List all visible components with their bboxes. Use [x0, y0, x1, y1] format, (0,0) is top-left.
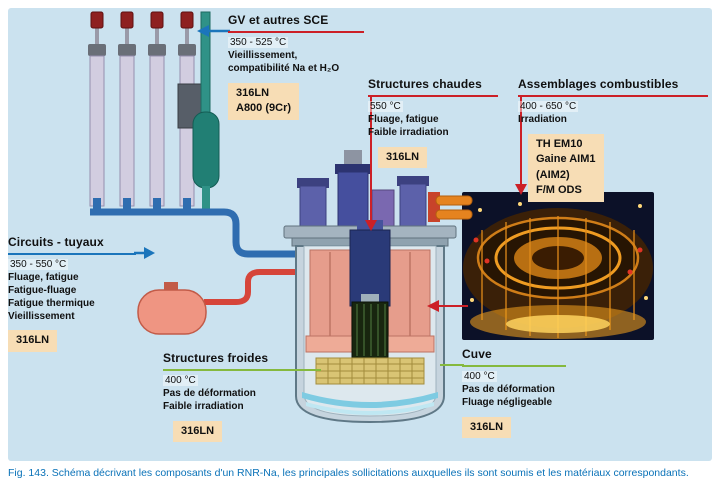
materials-box: TH EM10 Gaine AIM1 (AIM2) F/M ODS	[528, 134, 604, 202]
label-line: Vieillissement	[8, 310, 75, 322]
materials-box: 316LN	[378, 146, 428, 169]
material: F/M ODS	[536, 184, 582, 197]
temp-value: 400 °C	[163, 374, 198, 386]
label-structures-froides: Structures froides 400 °C Pas de déforma…	[163, 351, 321, 443]
label-line: Fluage, fatigue	[8, 272, 79, 284]
material: TH EM10	[536, 138, 583, 151]
label-temp: 400 °C	[163, 374, 321, 388]
label-line: Pas de déformation	[163, 388, 256, 400]
temp-value: 350 - 525 °C	[228, 36, 289, 48]
label-line: Pas de déformation	[462, 384, 555, 396]
label-title: Structures chaudes	[368, 77, 498, 97]
materials-box: 316LN	[462, 416, 512, 439]
label-temp: 400 °C	[462, 370, 566, 384]
label-title: GV et autres SCE	[228, 13, 364, 33]
label-temp: 350 - 525 °C	[228, 36, 364, 50]
label-line: compatibilité Na et H₂O	[228, 63, 340, 75]
label-temp: 350 - 550 °C	[8, 258, 136, 272]
label-temp: 400 - 650 °C	[518, 100, 708, 114]
label-line: Fluage, fatigue	[368, 114, 439, 126]
material: 316LN	[181, 424, 215, 437]
material: 316LN	[16, 334, 50, 347]
label-structures-chaudes: Structures chaudes 550 °C Fluage, fatigu…	[368, 77, 498, 169]
label-line: Faible irradiation	[163, 401, 244, 413]
materials-box: 316LN	[173, 420, 223, 443]
label-line: Fatigue thermique	[8, 297, 95, 309]
material: 316LN	[386, 150, 420, 163]
label-title: Circuits - tuyaux	[8, 235, 136, 255]
label-assemblages-combustibles: Assemblages combustibles 400 - 650 °C Ir…	[518, 77, 708, 202]
label-title: Cuve	[462, 347, 566, 367]
figure-caption: Fig. 143. Schéma décrivant les composant…	[8, 467, 689, 479]
temp-value: 350 - 550 °C	[8, 258, 69, 270]
label-line: Fatigue-fluage	[8, 285, 77, 297]
label-line: Fluage négligeable	[462, 397, 553, 409]
material: 316LN	[470, 420, 504, 433]
label-gv-sce: GV et autres SCE 350 - 525 °C Vieillisse…	[228, 13, 364, 120]
temp-value: 400 °C	[462, 370, 497, 382]
label-line: Faible irradiation	[368, 127, 449, 139]
label-line: Irradiation	[518, 114, 567, 126]
label-title: Structures froides	[163, 351, 321, 371]
materials-box: 316LN	[8, 330, 58, 352]
label-cuve: Cuve 400 °C Pas de déformation Fluage né…	[462, 347, 566, 439]
label-temp: 550 °C	[368, 100, 498, 114]
label-circuits-tuyaux: Circuits - tuyaux 350 - 550 °C Fluage, f…	[8, 235, 136, 352]
material: A800 (9Cr)	[236, 102, 292, 115]
temp-value: 400 - 650 °C	[518, 100, 579, 112]
material: Gaine AIM1	[536, 153, 596, 166]
material: 316LN	[236, 86, 270, 99]
materials-box: 316LN A800 (9Cr)	[228, 82, 300, 120]
temp-value: 550 °C	[368, 100, 403, 112]
label-title: Assemblages combustibles	[518, 77, 708, 97]
material: (AIM2)	[536, 168, 570, 181]
label-line: Vieillissement,	[228, 50, 298, 62]
